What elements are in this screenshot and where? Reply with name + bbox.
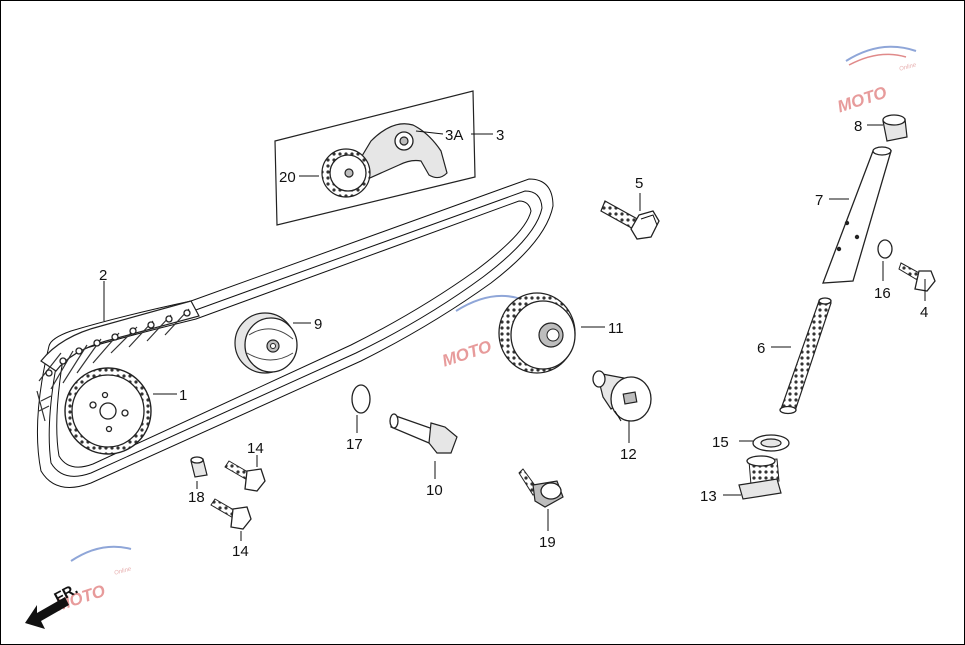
washer-15 [752,434,790,452]
watermark-brand: MOTO [440,337,494,371]
callout-14-upper: 14 [247,440,264,457]
callout-7: 7 [815,192,823,209]
dowel-18 [190,456,208,478]
callout-9: 9 [314,316,322,333]
cam-chain [36,178,554,488]
callout-15: 15 [712,434,729,451]
leader-lines [103,124,926,541]
callout-18: 18 [188,489,205,506]
cap-8 [882,114,908,142]
callout-2: 2 [99,267,107,284]
guide-bolt-10 [389,413,458,454]
tensioner-pivot-bolt [592,370,652,422]
bolt-19 [518,468,564,508]
washer-17 [351,384,371,414]
callout-1: 1 [179,387,187,404]
callout-12: 12 [620,446,637,463]
chain-links [36,300,200,422]
callout-3: 3 [496,127,504,144]
callout-14-lower: 14 [232,543,249,560]
tensioner-sleeve [822,146,892,284]
callout-5: 5 [635,175,643,192]
callout-6: 6 [757,340,765,357]
watermark-sub: Online [899,62,918,72]
tensioner-arm-assembly [274,90,476,226]
callout-8: 8 [854,118,862,135]
callout-20: 20 [279,169,296,186]
callout-3a: 3A [445,127,463,144]
callout-10: 10 [426,482,443,499]
callout-11: 11 [608,320,624,337]
tensioner-spring-rod [779,297,832,415]
watermark-sub: Online [114,566,133,576]
crank-sprocket [64,367,152,455]
callout-17: 17 [346,436,363,453]
callout-labels: 1 2 3 3A 4 5 6 7 8 9 10 11 12 13 14 14 1… [99,118,928,560]
watermark-top-right: MOTO Online [835,45,918,117]
watermark-brand: MOTO [835,83,889,117]
bolt-5 [600,200,660,240]
callout-19: 19 [539,534,556,551]
callout-16: 16 [874,285,891,302]
callout-4: 4 [920,304,928,321]
bolt-14-upper [224,460,266,492]
guide-roller [234,312,298,374]
tensioner-roller [498,292,576,374]
bolt-14-lower [210,498,252,530]
washer-16 [877,239,893,259]
callout-13: 13 [700,488,717,505]
bolt-4 [898,262,936,292]
sealing-plug-13 [738,455,782,500]
